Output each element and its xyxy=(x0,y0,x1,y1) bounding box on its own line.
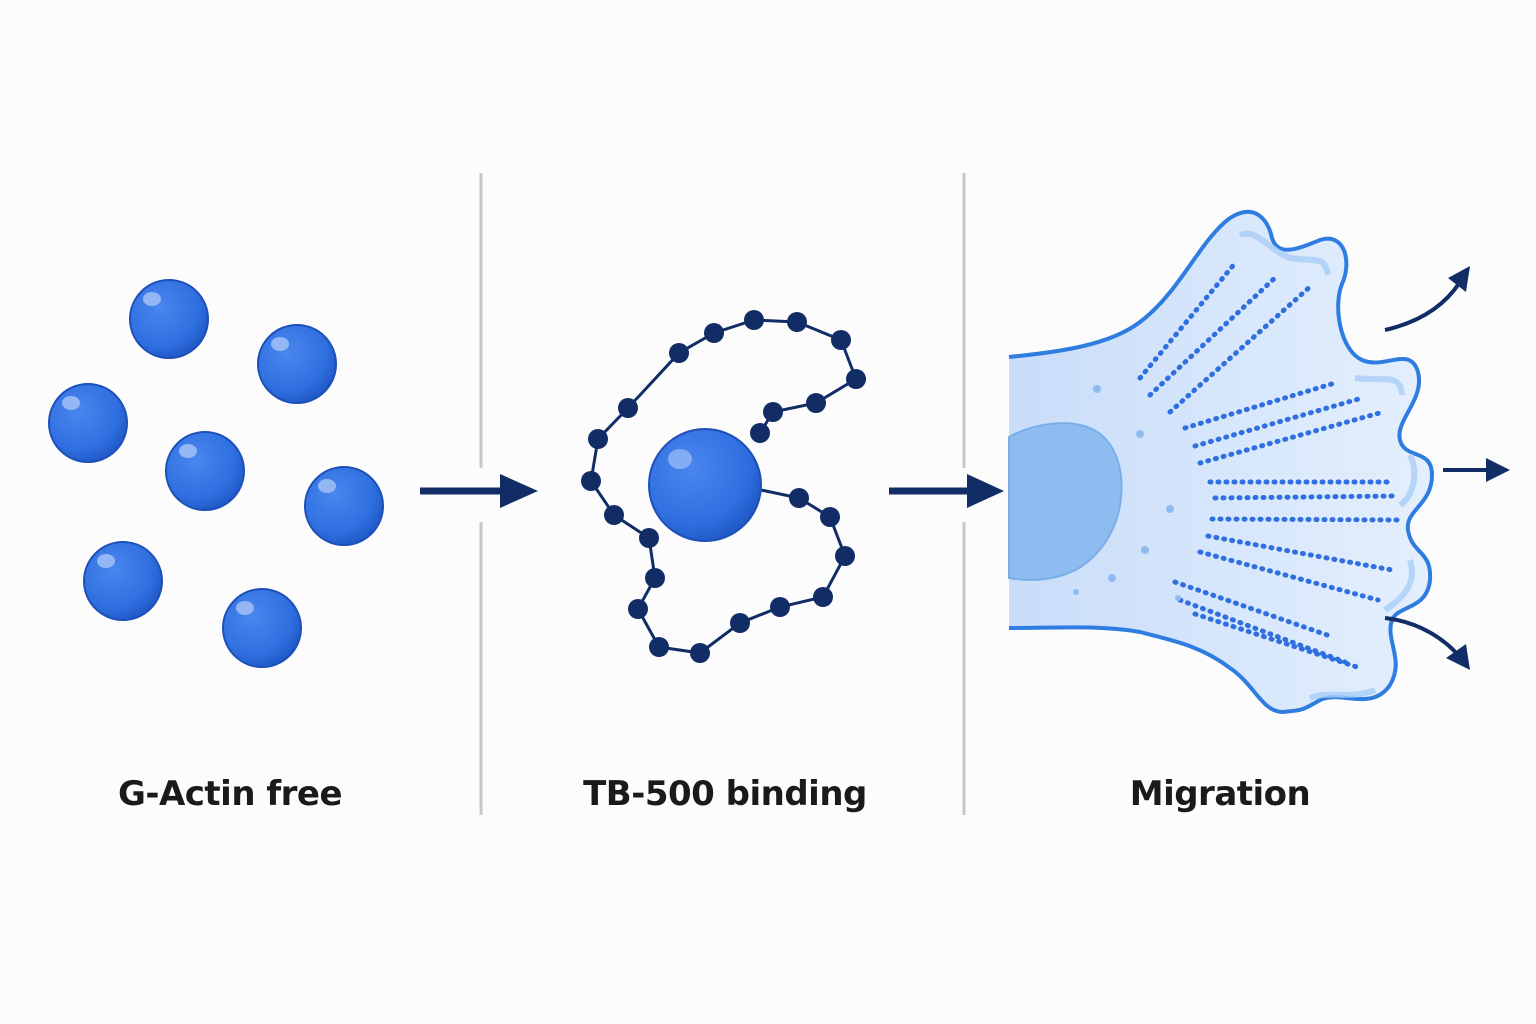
peptide-residue xyxy=(581,471,601,491)
peptide-residue xyxy=(604,505,624,525)
actin-filament xyxy=(1167,282,1315,415)
actin-monomer-icon xyxy=(222,588,302,668)
actin-monomer-icon xyxy=(83,541,163,621)
peptide-residue xyxy=(649,637,669,657)
migration-arrow-down-icon xyxy=(1384,616,1470,670)
tb500-peptide-chain-icon xyxy=(581,310,866,663)
step-arrow-2-icon xyxy=(889,474,1004,508)
peptide-residue xyxy=(770,597,790,617)
panel-label-migration: Migration xyxy=(1129,774,1311,814)
actin-filament xyxy=(1137,259,1239,381)
free-actin-monomers xyxy=(48,279,384,668)
nucleus xyxy=(1008,422,1123,581)
peptide-residue xyxy=(846,369,866,389)
peptide-residue xyxy=(618,398,638,418)
panel-label-g-actin: G-Actin free xyxy=(117,774,343,814)
actin-highlight xyxy=(668,449,692,469)
peptide-residue xyxy=(789,488,809,508)
peptide-residue xyxy=(730,613,750,633)
actin-filament xyxy=(1197,549,1381,603)
peptide-residue xyxy=(690,643,710,663)
peptide-residue xyxy=(744,310,764,330)
actin-monomer-icon xyxy=(48,383,128,463)
peptide-residue xyxy=(704,323,724,343)
cell-edge-inner xyxy=(1238,230,1418,701)
actin-filament xyxy=(1172,579,1333,639)
peptide-residue xyxy=(669,343,689,363)
migration-arrow-up-icon xyxy=(1384,266,1470,332)
tb500-binding-illustration xyxy=(581,310,866,663)
actin-filament xyxy=(1197,409,1386,466)
actin-monomer-icon xyxy=(304,466,384,546)
migration-arrow-right-icon xyxy=(1443,458,1510,482)
actin-filament xyxy=(1192,611,1363,671)
peptide-residue xyxy=(645,568,665,588)
peptide-residue xyxy=(820,507,840,527)
peptide-residue xyxy=(628,599,648,619)
peptide-residue xyxy=(831,330,851,350)
actin-filament xyxy=(1205,533,1395,573)
panel-label-tb500: TB-500 binding xyxy=(583,774,867,814)
actin-monomer-bound xyxy=(648,428,762,542)
peptide-residue xyxy=(787,312,807,332)
migrating-cell-illustration xyxy=(1008,209,1435,715)
actin-monomer-icon xyxy=(257,324,337,404)
peptide-residue xyxy=(806,393,826,413)
actin-monomer-icon xyxy=(129,279,209,359)
cytoplasm-vesicles xyxy=(1073,385,1181,601)
actin-filament xyxy=(1182,379,1341,431)
peptide-residue xyxy=(763,402,783,422)
actin-filament xyxy=(1209,516,1401,523)
step-arrow-1-icon xyxy=(420,474,538,508)
peptide-residue xyxy=(588,429,608,449)
actin-filament xyxy=(1147,272,1281,398)
peptide-residue xyxy=(639,528,659,548)
actin-monomer-icon xyxy=(165,431,245,511)
actin-filaments xyxy=(1137,259,1401,671)
peptide-residue xyxy=(750,423,770,443)
actin-filament xyxy=(1192,395,1365,449)
actin-filament xyxy=(1212,493,1399,501)
peptide-residue xyxy=(813,587,833,607)
peptide-residue xyxy=(835,546,855,566)
